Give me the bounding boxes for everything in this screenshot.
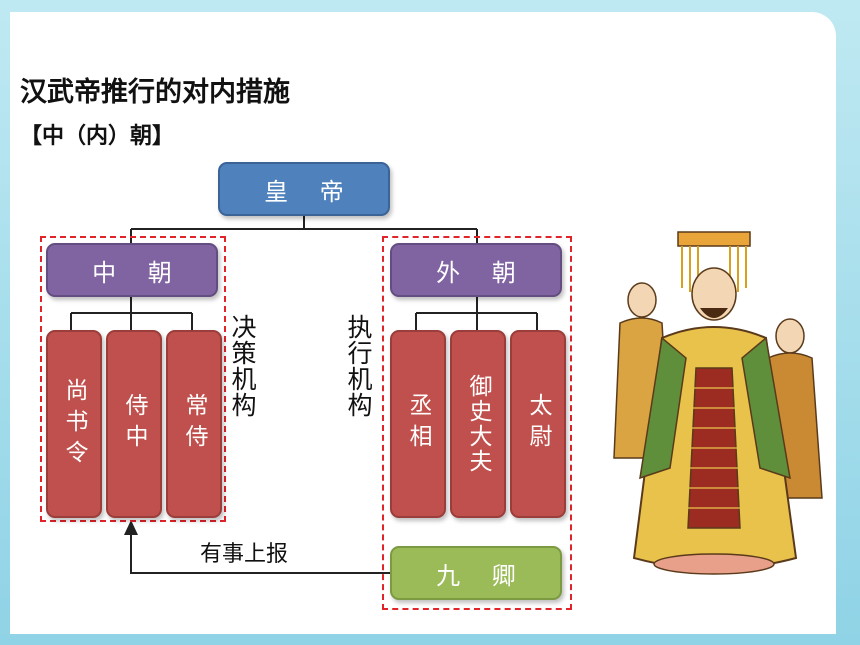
execution-group-frame (382, 236, 572, 610)
shizhong-node: 侍中 (106, 330, 162, 518)
decision-group-frame (40, 236, 226, 522)
chengxiang-node: 丞相 (390, 330, 446, 518)
report-arrow-head (124, 520, 138, 535)
yushidafu-node: 御史大夫 (450, 330, 506, 518)
execution-label: 执行机构 (344, 314, 373, 418)
emperor-illustration (613, 231, 823, 575)
report-arrow-line (130, 532, 392, 574)
inner-court-node: 中 朝 (46, 243, 218, 297)
emperor-node: 皇 帝 (218, 162, 390, 216)
report-label: 有事上报 (200, 542, 289, 567)
changshi-node: 常侍 (166, 330, 222, 518)
shangshuling-node: 尚书令 (46, 330, 102, 518)
decision-label: 决策机构 (228, 314, 257, 418)
taiwei-node: 太尉 (510, 330, 566, 518)
outer-court-node: 外 朝 (390, 243, 562, 297)
slide-title: 汉武帝推行的对内措施 (20, 77, 290, 108)
slide-subtitle: 【中（内）朝】 (20, 124, 175, 149)
jiuqing-node: 九 卿 (390, 546, 562, 600)
